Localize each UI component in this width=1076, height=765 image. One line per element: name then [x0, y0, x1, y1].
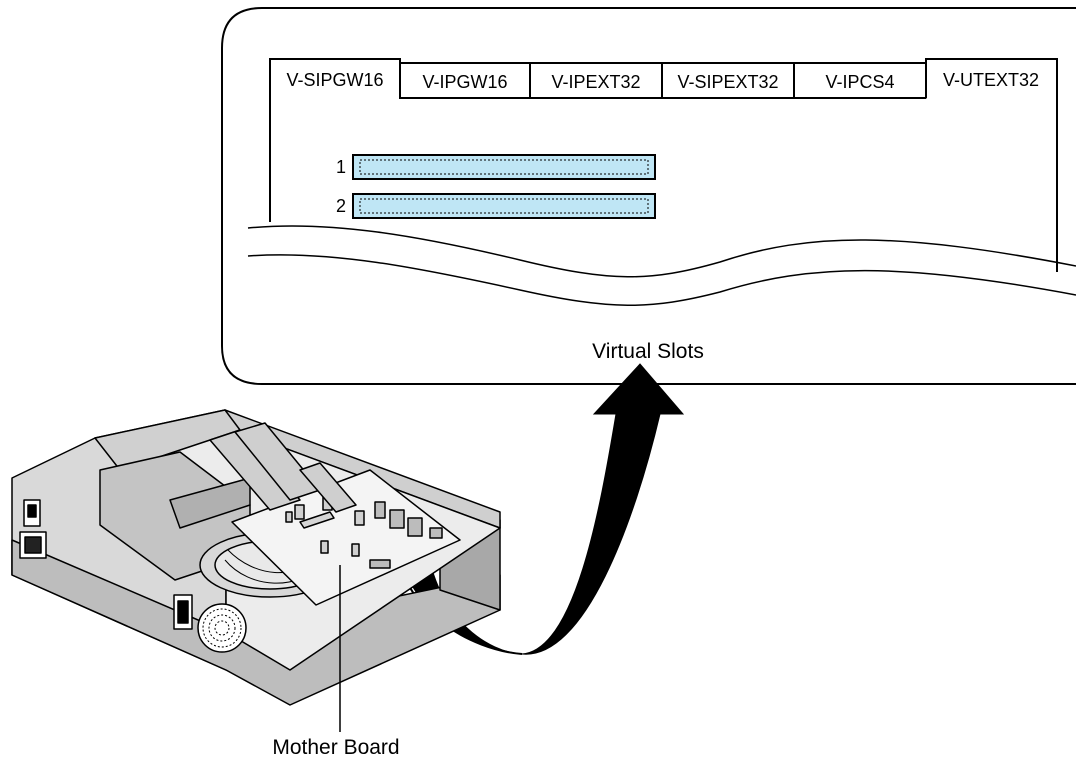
tab-v-sipext32[interactable] [661, 62, 795, 99]
tab-label-v-utext32: V-UTEXT32 [943, 70, 1039, 90]
tab-row: V-SIPGW16 V-IPGW16 V-IPEXT32 V-SIPEXT32 … [269, 58, 1058, 272]
slot-1-bar[interactable] [352, 154, 656, 180]
tab-label-v-ipgw16: V-IPGW16 [422, 72, 507, 92]
break-lines [247, 225, 1076, 306]
fan-grille [197, 603, 247, 653]
mother-board-label: Mother Board [272, 736, 399, 759]
slot-number-1: 1 [336, 157, 346, 177]
virtual-slots-callout: V-SIPGW16 V-IPGW16 V-IPEXT32 V-SIPEXT32 … [221, 7, 1076, 385]
tab-v-utext32[interactable] [925, 58, 1058, 272]
slot-2[interactable]: 2 [336, 193, 656, 219]
rear-brackets [209, 422, 357, 513]
tab-label-v-ipext32: V-IPEXT32 [551, 72, 640, 92]
tab-label-v-sipgw16: V-SIPGW16 [286, 70, 383, 90]
board-components [285, 495, 443, 569]
slot-2-contacts [359, 198, 649, 214]
tab-label-v-sipext32: V-SIPEXT32 [677, 72, 778, 92]
tab-label-v-ipcs4: V-IPCS4 [825, 72, 894, 92]
slot-number-2: 2 [336, 196, 346, 216]
device-chassis [11, 409, 501, 706]
slot-2-bar[interactable] [352, 193, 656, 219]
slot-1[interactable]: 1 [336, 154, 656, 180]
slot-1-contacts [359, 159, 649, 175]
virtual-slots-caption: Virtual Slots [592, 340, 704, 363]
